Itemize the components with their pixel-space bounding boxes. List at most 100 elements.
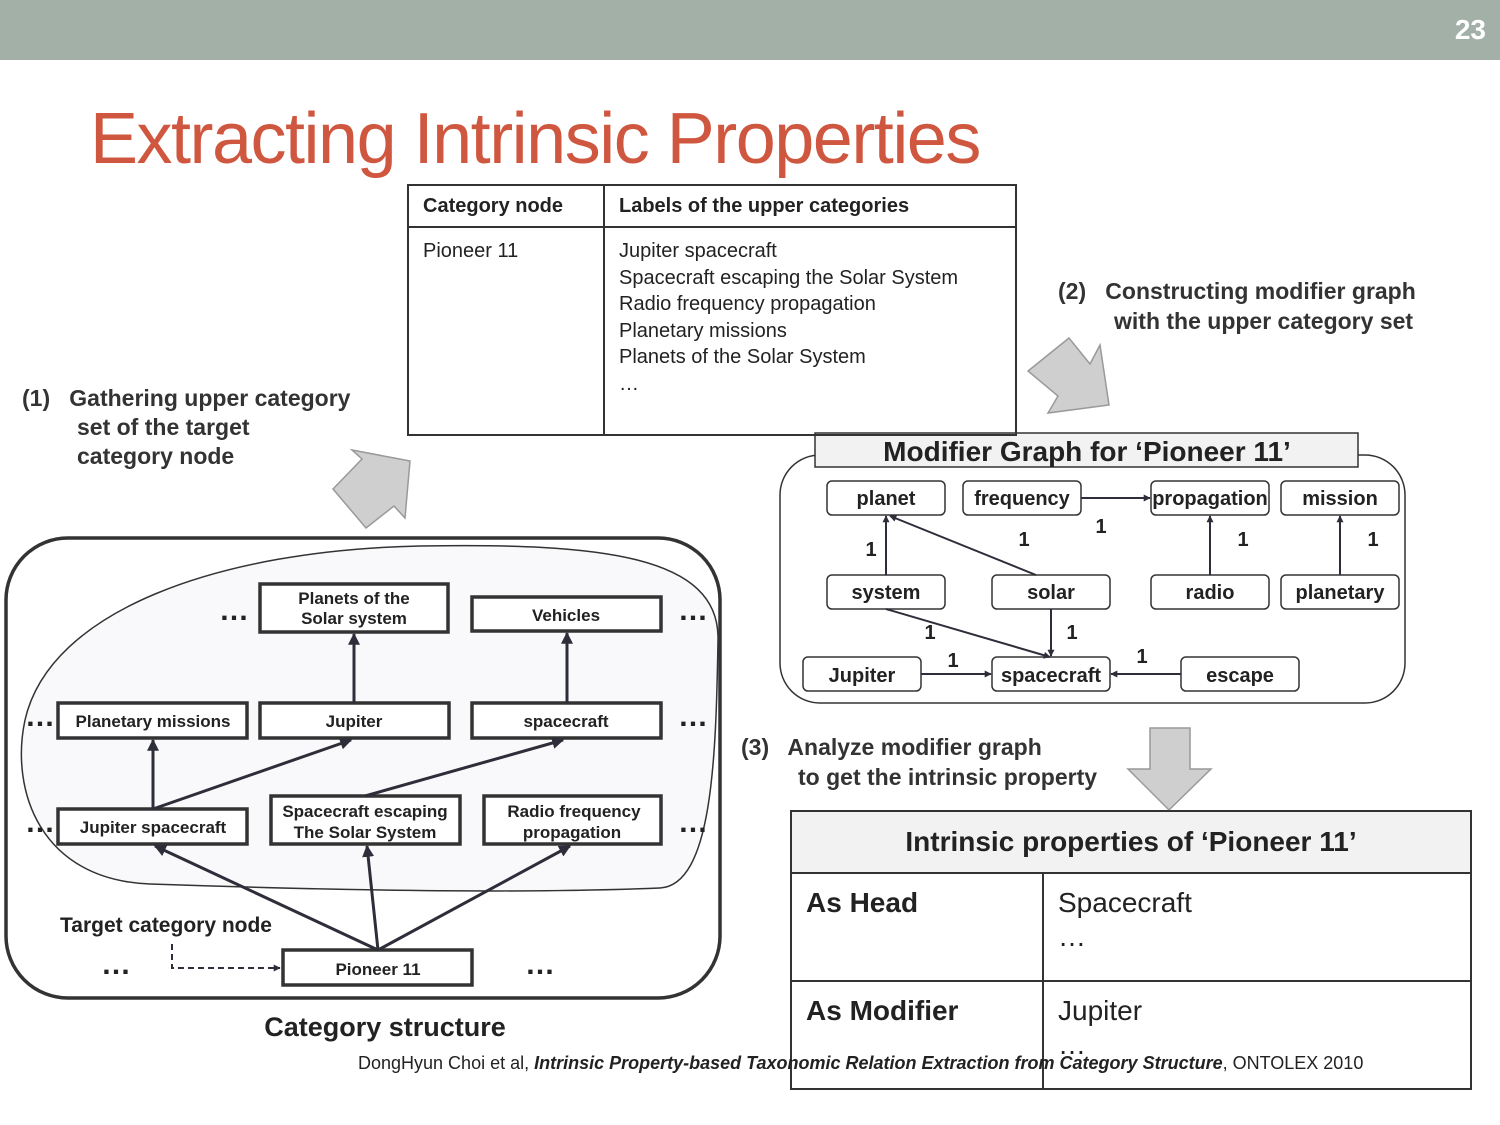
citation-venue: , ONTOLEX 2010 <box>1222 1053 1364 1073</box>
block-arrow-step1 <box>331 448 411 530</box>
mg-node-spacecraft-label: spacecraft <box>1001 665 1101 687</box>
node-radio-frequency-line1: Radio frequency <box>507 802 641 821</box>
mg-node-radio-label: radio <box>1186 582 1235 604</box>
mg-edge-solar-planet <box>889 515 1037 576</box>
node-jupiter-spacecraft <box>56 807 249 846</box>
node-spacecraft <box>470 701 663 740</box>
upper-label: Jupiter spacecraft <box>619 240 777 262</box>
mg-weight-freq-prop: 1 <box>1095 516 1106 538</box>
upper-label: Spacecraft escaping the Solar System <box>619 266 959 289</box>
node-vehicles-label: Vehicles <box>532 606 600 625</box>
mg-weight-system-planet: 1 <box>865 539 876 561</box>
mg-node-planet-label: planet <box>857 488 916 510</box>
citation-paper-title: Intrinsic Property-based Taxonomic Relat… <box>534 1053 1223 1073</box>
col-header-category-node: Category node <box>407 184 605 228</box>
upper-label: Planets of the Solar System <box>619 346 866 368</box>
upper-category-table: Category node Labels of the upper catego… <box>407 184 1017 436</box>
mg-weight-escape-spacecraft: 1 <box>1136 646 1147 668</box>
edge-pioneer-to-radio <box>377 844 572 952</box>
step3-line2: to get the intrinsic property <box>798 764 1097 790</box>
row-as-head-values: Spacecraft … <box>1042 872 1472 982</box>
ellipsis-r3-right: … <box>678 806 708 839</box>
intrinsic-value: Spacecraft <box>1058 887 1192 918</box>
node-planetary-missions-label: Planetary missions <box>76 712 231 731</box>
node-spacecraft-label: spacecraft <box>523 712 608 731</box>
step2-line2: with the upper category set <box>1113 308 1413 334</box>
intrinsic-value: … <box>1058 921 1086 952</box>
mg-weight-solar-planet: 1 <box>1018 529 1029 551</box>
ellipsis-r3-left: … <box>25 806 55 839</box>
block-arrow-step2 <box>1026 336 1110 414</box>
intrinsic-properties-table: Intrinsic properties of ‘Pioneer 11’ As … <box>790 810 1472 1090</box>
edge-target-pointer <box>171 944 281 972</box>
mg-node-system-label: system <box>852 582 921 604</box>
intrinsic-value: Jupiter <box>1058 995 1143 1026</box>
mg-node-propagation <box>1150 480 1270 516</box>
row-as-modifier-label: As Modifier <box>790 980 1044 1090</box>
step1-line1: (1) Gathering upper category <box>22 385 351 411</box>
mg-node-mission-label: mission <box>1302 488 1378 510</box>
edge-pioneer-to-escaping <box>362 844 380 951</box>
edge-pioneer-to-jupsc <box>153 844 379 952</box>
modifier-graph-title: Modifier Graph for ‘Pioneer 11’ <box>883 436 1291 467</box>
citation-authors: DongHyun Choi et al, <box>358 1053 535 1073</box>
node-spacecraft-escaping-line2: The Solar System <box>294 823 437 842</box>
ellipsis-r2-left: … <box>25 700 55 733</box>
mg-weight-system-spacecraft: 1 <box>924 622 935 644</box>
mg-node-escape-label: escape <box>1206 665 1274 687</box>
ellipsis-bottom-left: … <box>101 948 131 981</box>
intrinsic-table-title: Intrinsic properties of ‘Pioneer 11’ <box>790 810 1472 874</box>
mg-node-mission <box>1280 480 1400 516</box>
category-structure-caption: Category structure <box>264 1012 506 1042</box>
step2-line1: (2) Constructing modifier graph <box>1058 278 1416 304</box>
node-radio-frequency-line2: propagation <box>523 823 621 842</box>
mg-weight-jupiter-spacecraft: 1 <box>947 650 958 672</box>
citation: DongHyun Choi et al, Intrinsic Property-… <box>358 1053 1363 1074</box>
edge-escaping-to-spacecraft <box>364 737 565 798</box>
slide-header-bar: 23 <box>0 0 1500 60</box>
step1-line2: set of the target <box>77 414 250 440</box>
mg-edge-system-spacecraft <box>885 608 1051 659</box>
cell-upper-labels: Jupiter spacecraft Spacecraft escaping t… <box>603 226 1017 436</box>
mg-node-planet <box>826 480 946 516</box>
step1-line3: category node <box>77 443 234 469</box>
edge-jupsc-to-jupiter <box>152 737 353 811</box>
ellipsis-r1-left: … <box>219 594 249 627</box>
node-planets-solar-system-line2: Solar system <box>301 609 407 628</box>
mg-node-jupiter-label: Jupiter <box>829 665 896 687</box>
intrinsic-value: … <box>1058 1029 1086 1060</box>
node-jupiter-label: Jupiter <box>326 712 383 731</box>
row-as-modifier-values: Jupiter … <box>1042 980 1472 1090</box>
block-arrow-step3 <box>1126 727 1213 812</box>
node-planetary-missions <box>56 701 249 740</box>
node-vehicles <box>470 595 663 633</box>
ellipsis-r2-right: … <box>678 700 708 733</box>
mg-node-spacecraft <box>991 656 1111 692</box>
node-spacecraft-escaping-line1: Spacecraft escaping <box>282 802 447 821</box>
mg-weight-planetary-mission: 1 <box>1367 529 1378 551</box>
mg-weight-solar-spacecraft: 1 <box>1066 622 1077 644</box>
row-as-head-label: As Head <box>790 872 1044 982</box>
target-category-label: Target category node <box>60 914 272 937</box>
col-header-upper-labels: Labels of the upper categories <box>603 184 1017 228</box>
cell-category-node: Pioneer 11 <box>407 226 605 436</box>
upper-label: … <box>619 372 639 395</box>
node-jupiter-spacecraft-label: Jupiter spacecraft <box>80 818 227 837</box>
mg-node-planetary-label: planetary <box>1296 582 1386 604</box>
upper-label: Planetary missions <box>619 319 787 342</box>
mg-node-propagation-label: propagation <box>1152 488 1268 510</box>
step3-line1: (3) Analyze modifier graph <box>741 734 1042 760</box>
node-pioneer-11-label: Pioneer 11 <box>335 960 420 979</box>
ellipsis-bottom-right: … <box>525 948 555 981</box>
slide-number: 23 <box>1454 14 1486 45</box>
node-planets-solar-system-line1: Planets of the <box>298 589 409 608</box>
mg-node-solar-label: solar <box>1027 582 1075 604</box>
ellipsis-r1-right: … <box>678 594 708 627</box>
mg-node-frequency-label: frequency <box>974 488 1070 510</box>
node-pioneer-11 <box>281 948 474 987</box>
slide-title: Extracting Intrinsic Properties <box>90 99 981 179</box>
node-radio-frequency <box>482 794 663 846</box>
mg-weight-radio-prop: 1 <box>1237 529 1248 551</box>
upper-label: Radio frequency propagation <box>619 293 876 315</box>
